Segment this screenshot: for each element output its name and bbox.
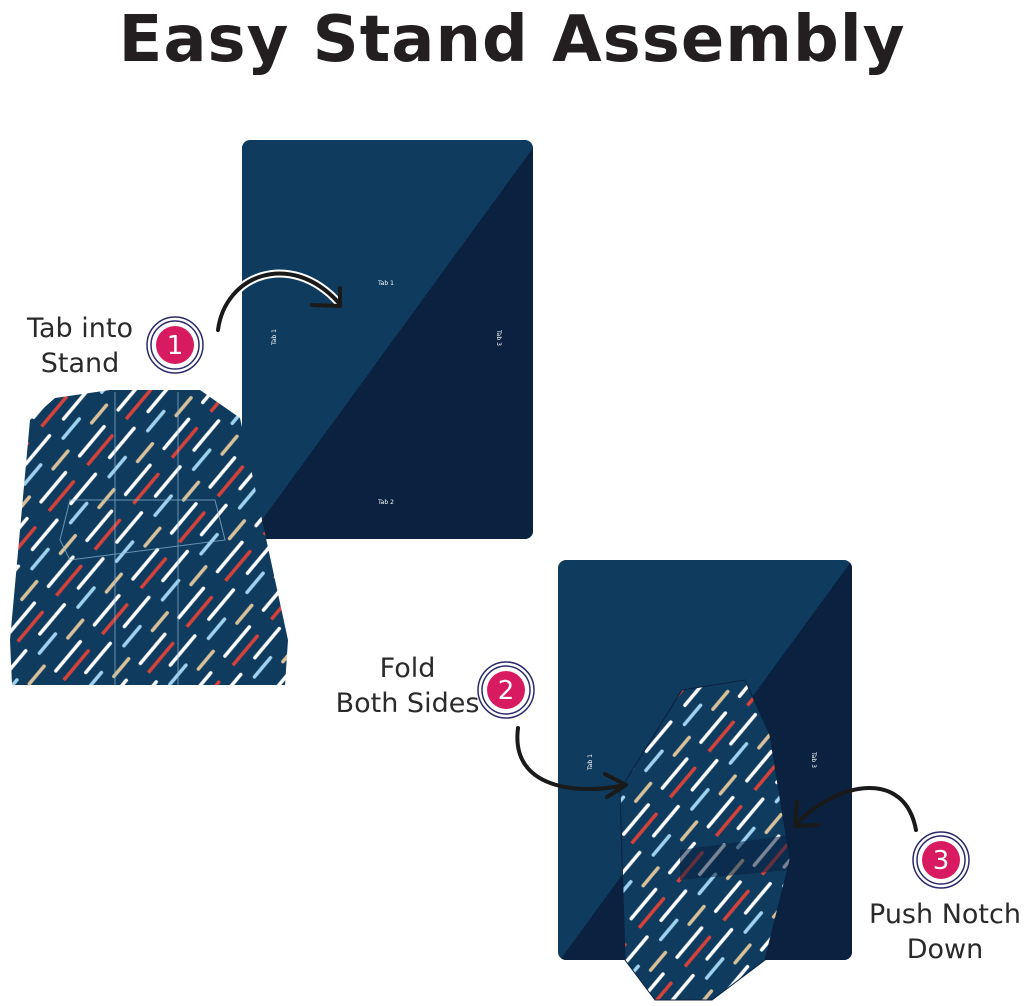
step-3-line-2: Down: [906, 934, 984, 965]
tab-label-left: Tab 1: [271, 329, 278, 346]
arrow-step-1: [214, 269, 342, 334]
step-number-1: 1: [167, 331, 184, 361]
step-number-3: 3: [933, 846, 950, 876]
step-badge-1: 1: [146, 316, 204, 374]
stand-piece-flat: [10, 390, 288, 685]
tab-label-top: Tab 1: [377, 280, 394, 287]
step-1-line-1: Tab into: [26, 313, 133, 344]
tab-label-left-2: Tab 1: [587, 754, 594, 771]
step-badge-2: 2: [477, 661, 535, 719]
page-title: Easy Stand Assembly: [118, 3, 906, 77]
step-2-line-2: Both Sides: [335, 688, 480, 719]
step-3-label: Push Notch Down: [855, 897, 1024, 967]
arrow-step-3: [793, 786, 918, 832]
stand-card-back: Tab 1 Tab 1 Tab 3 Tab 2: [242, 140, 533, 539]
fold-guides: [59, 392, 226, 685]
stand-piece-folded: [619, 679, 791, 1001]
step-2-line-1: Fold: [379, 653, 436, 684]
stand-notch: [680, 835, 790, 880]
step-2-label: Fold Both Sides: [320, 651, 495, 721]
step-badge-3: 3: [912, 831, 970, 889]
step-number-2: 2: [498, 676, 515, 706]
tab-label-bottom: Tab 2: [377, 499, 394, 506]
step-1-label: Tab into Stand: [10, 311, 150, 381]
tab-label-right: Tab 3: [495, 329, 502, 346]
step-1-line-2: Stand: [40, 348, 120, 379]
arrow-step-2: [515, 726, 628, 799]
tab-label-right-2: Tab 3: [810, 751, 817, 768]
step-3-line-1: Push Notch: [869, 899, 1021, 930]
